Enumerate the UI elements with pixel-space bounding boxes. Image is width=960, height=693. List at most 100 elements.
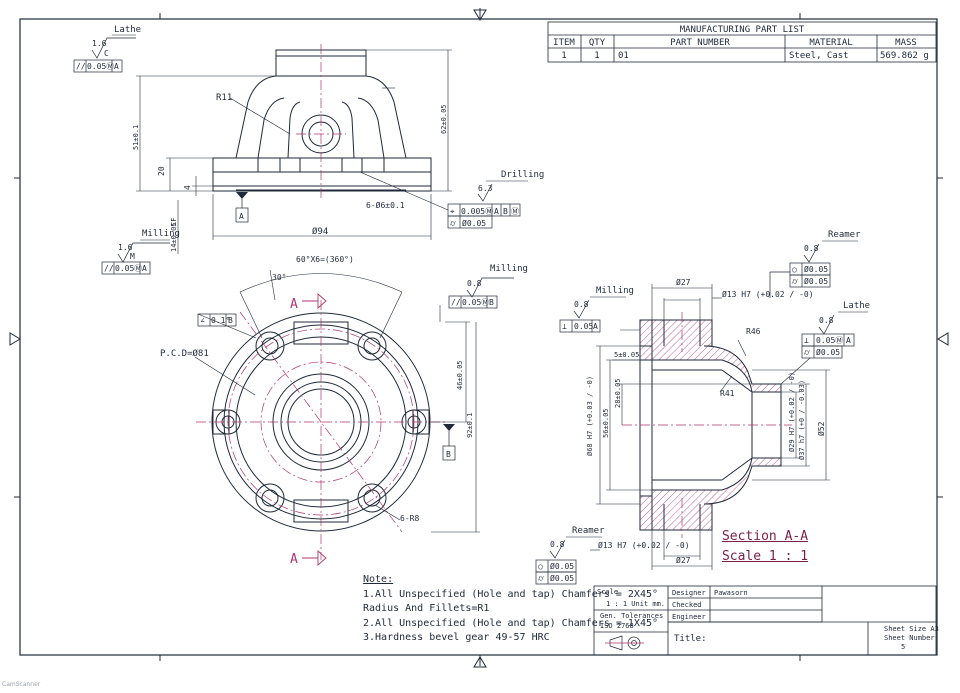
section-lathe-roughness: 0.8 [819, 316, 834, 325]
parts-list-header-material: MATERIAL [809, 38, 852, 48]
title-scale-value: 1 : 1 Unit mm. [606, 600, 665, 608]
title-checked-label: Checked [672, 601, 702, 609]
section-milling-roughness: 0.8 [574, 300, 589, 309]
front-pcd: P.C.D=Ø81 [160, 348, 209, 359]
section-circularity-tol: Ø0.05 [804, 264, 828, 274]
front-milling-label: Milling [490, 264, 528, 274]
top-view-centerlines [296, 44, 346, 200]
top-lathe-roughness: 1.6 [92, 39, 107, 48]
parts-list-item: 1 [561, 51, 566, 61]
front-dim-92: 92±0.1 [466, 413, 474, 438]
title-designer-label: Designer [672, 589, 706, 597]
top-milling-grade: M [130, 252, 135, 261]
top-position-ref-a: A [494, 207, 499, 216]
top-parallelism-symbol: // [76, 62, 86, 71]
section-cylindricity-tol: Ø0.05 [804, 276, 828, 286]
front-milling-roughness-symbol [466, 277, 514, 298]
top-dim-20: 20 [157, 166, 166, 176]
section-cylindricity3-tol: Ø0.05 [550, 573, 574, 583]
top-lathe-roughness-symbol [91, 37, 136, 59]
front-parallelism-symbol: // [451, 298, 461, 307]
title-block [593, 585, 937, 656]
front-r8: 6-R8 [400, 514, 419, 523]
top-datum-a-triangle [236, 192, 248, 199]
title-gen-tol: Gen. Tolerances [600, 612, 663, 620]
section-cylindricity-symbol: ⌭ [792, 277, 798, 286]
section-cylindricity3-symbol: ⌭ [538, 574, 544, 583]
section-title: Section A-A Scale 1 : 1 [705, 527, 825, 567]
parts-list-header-item: ITEM [553, 38, 575, 48]
section-dim-37: Ø37 h7 (+0 / -0.03) [798, 380, 806, 460]
title-scale-label: Scale [597, 588, 618, 596]
section-r46: R46 [746, 327, 761, 336]
section-circularity-symbol: ○ [792, 265, 797, 274]
top-dim-94: Ø94 [312, 226, 328, 237]
title-designer-value: Pawasorn [714, 589, 748, 597]
section-label-bottom: A [290, 552, 298, 567]
notes-heading: Note: [363, 574, 394, 585]
section-reamer-bottom-roughness: 0.8 [550, 540, 565, 549]
section-dim-5: 5±0.05 [614, 351, 639, 359]
front-angularity-ref: B [228, 316, 233, 325]
section-arrow-top [302, 293, 327, 309]
section-reamer-top-label: Reamer [828, 230, 861, 240]
front-angularity-symbol: ∠ [200, 316, 205, 325]
top-parallelism2-ref: A [142, 264, 147, 273]
top-drilling-label: Drilling [501, 170, 544, 180]
section-perpendicularity2-frame [801, 333, 855, 359]
top-dim-62: 62±0.05 [440, 104, 448, 134]
top-drilling-roughness: 6.3 [478, 184, 493, 193]
scanner-watermark: CamScanner [2, 681, 41, 688]
parts-list-mass: 569.862 g [880, 51, 929, 61]
top-dim-4: 4 [183, 185, 192, 190]
section-dim-29: Ø29 H7 (+0.02 / -0) [788, 372, 796, 452]
front-angle-30: 30° [272, 273, 286, 282]
top-holes: 6-Ø6±0.1 [366, 200, 405, 210]
parts-list-part-number: 01 [618, 51, 629, 61]
front-angularity-tol: 0.1° [211, 316, 230, 325]
section-circularity2-tol: Ø0.05 [550, 561, 574, 571]
top-parallelism2-frame [101, 261, 151, 275]
section-perpendicularity2-ref: A [846, 336, 851, 345]
section-perpendicularity2-symbol: ⊥ [804, 336, 809, 345]
section-milling-label: Milling [596, 286, 634, 296]
parts-list-material: Steel, Cast [789, 51, 849, 61]
note-line-1: 1.All Unspecified (Hole and tap) Chamfer… [363, 588, 659, 600]
section-perpendicularity-symbol: ⊥ [562, 322, 567, 331]
front-view-centerlines [196, 300, 446, 560]
top-position-ref-m: Ⓜ [511, 207, 519, 216]
top-parallelism-ref: A [114, 62, 119, 71]
top-position-frame [447, 203, 521, 229]
top-position-symbol: ⌖ [450, 207, 455, 216]
top-datum-a: A [239, 212, 244, 221]
section-runout-frame-bottom [535, 559, 577, 585]
section-perpendicularity2-tol: 0.05Ⓜ [816, 336, 843, 345]
parts-list-qty: 1 [594, 51, 599, 61]
front-datum-b-box [442, 445, 456, 461]
front-parallelism-tol: 0.05Ⓜ [462, 298, 489, 307]
section-dim-27-top: Ø27 [676, 277, 691, 287]
section-perpendicularity-ref: A [593, 322, 598, 331]
top-milling-roughness: 1.6 [118, 243, 133, 252]
top-cf: CF [170, 218, 178, 226]
section-dim-68: Ø68 H7 (+0.03 / -0) [586, 376, 594, 456]
top-position-ref-b: B [503, 207, 508, 216]
front-parallelism-ref: B [489, 298, 494, 307]
section-dim-52: Ø52 [816, 421, 826, 436]
top-parallelism-frame [73, 59, 123, 73]
top-milling-label: Milling [142, 229, 180, 239]
top-lathe-grade: C [104, 49, 109, 58]
centering-marks [9, 9, 949, 668]
title-engineer-label: Engineer [672, 613, 706, 621]
top-parallelism2-tol: 0.05Ⓜ [115, 264, 142, 273]
top-view [212, 49, 432, 192]
section-perpendicularity-tol: 0.05 [574, 322, 593, 331]
section-reamer-top-roughness: 0.8 [804, 244, 819, 253]
top-dim-51: 51±0.1 [132, 125, 140, 150]
parts-list-table [547, 21, 937, 63]
section-view-centerlines [622, 312, 792, 538]
top-position-tol: 0.005Ⓜ [461, 207, 493, 216]
front-angle-total: 60°X6=(360°) [296, 255, 354, 264]
parts-list-header-mass: MASS [895, 38, 917, 48]
